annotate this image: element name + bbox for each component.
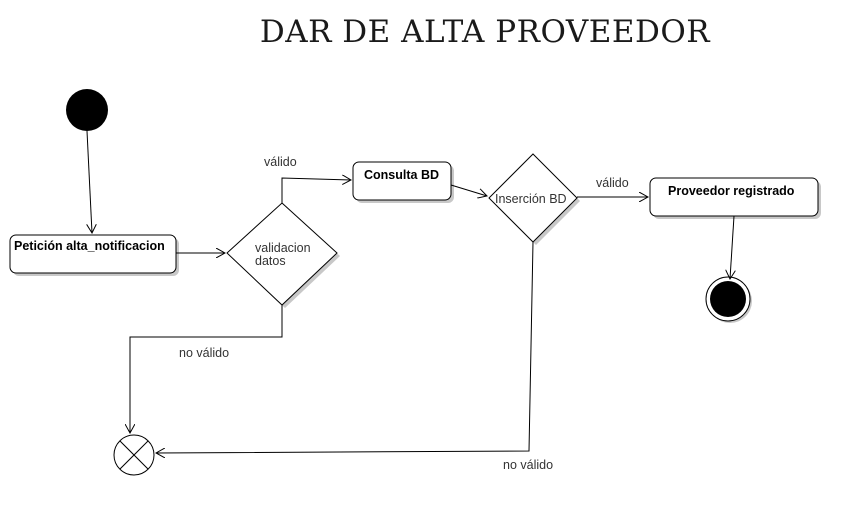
- initial-node: [66, 89, 108, 131]
- edge-validacion-to-consulta: [281, 178, 351, 203]
- consulta-action[interactable]: Consulta BD: [352, 161, 454, 203]
- edge-insercion-to-flowfinal: [156, 241, 534, 453]
- registrado-label: Proveedor registrado: [668, 184, 795, 198]
- validacion-no-valido-label: no válido: [179, 346, 229, 360]
- registrado-action[interactable]: Proveedor registrado: [649, 177, 821, 219]
- final-node: [705, 276, 752, 323]
- flow-final-node: [113, 434, 155, 476]
- validacion-valido-label: válido: [264, 155, 297, 169]
- insercion-valido-label: válido: [596, 176, 629, 190]
- peticion-label: Petición alta_notificacion: [14, 239, 165, 253]
- edge-consulta-to-insercion: [450, 184, 487, 196]
- diagram-title: DAR DE ALTA PROVEEDOR: [259, 14, 711, 50]
- edge-initial-to-peticion: [86, 130, 92, 233]
- consulta-label: Consulta BD: [364, 168, 439, 182]
- insercion-label: Inserción BD: [495, 192, 567, 206]
- validacion-label-1: validacion: [255, 241, 311, 255]
- insercion-no-valido-label: no válido: [503, 458, 553, 472]
- validacion-label-2: datos: [255, 254, 286, 268]
- validacion-decision[interactable]: validacion datos: [226, 202, 340, 308]
- peticion-action[interactable]: Petición alta_notificacion: [9, 234, 179, 276]
- edge-registrado-to-final: [730, 215, 734, 279]
- edge-validacion-to-flowfinal: [130, 305, 283, 433]
- insercion-decision[interactable]: Inserción BD: [488, 153, 580, 245]
